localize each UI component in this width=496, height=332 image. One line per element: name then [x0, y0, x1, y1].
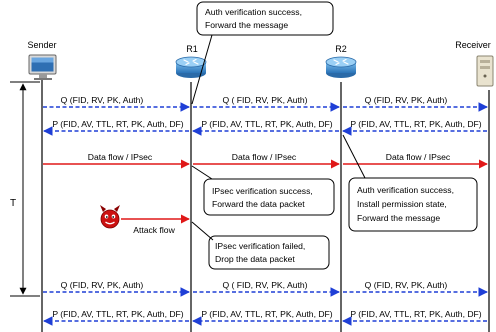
- p-label-r1-sender: P (FID, AV, TTL, RT, PK, Auth, DF): [52, 119, 183, 129]
- sender-label: Sender: [27, 40, 56, 50]
- callout-ipsec-success-line2: Forward the data packet: [212, 199, 305, 209]
- callout-auth-r1-line1: Auth verification success,: [205, 7, 302, 17]
- r1-label: R1: [186, 44, 198, 54]
- callout-ipsec-success: IPsec verification success, Forward the …: [191, 165, 335, 216]
- callout-ipsec-failed-line2: Drop the data packet: [215, 254, 295, 264]
- callout-auth-r1: Auth verification success, Forward the m…: [191, 1, 334, 105]
- callout-auth-r2-line2: Install permission state,: [357, 199, 447, 209]
- callout-ipsec-success-line1: IPsec verification success,: [212, 186, 313, 196]
- q-label-r2-receiver: Q (FID, RV, PK, Auth): [365, 95, 448, 105]
- q-label-r2-receiver-2: Q (FID, RV, PK, Auth): [365, 280, 448, 290]
- q-label-sender-r1: Q (FID, RV, PK, Auth): [61, 95, 144, 105]
- callout-ipsec-failed: IPsec verification failed, Drop the data…: [191, 221, 330, 270]
- attacker-devil-icon: [100, 205, 120, 229]
- p-label-r2-r1-2: P (FID, AV, TTL, RT, PK, Auth, DF): [201, 309, 332, 319]
- data-label-r2-receiver: Data flow / IPsec: [386, 152, 451, 162]
- p-label-r2-r1: P (FID, AV, TTL, RT, PK, Auth, DF): [201, 119, 332, 129]
- p-label-r1-sender-2: P (FID, AV, TTL, RT, PK, Auth, DF): [52, 309, 183, 319]
- callout-auth-r2: Auth verification success, Install permi…: [342, 134, 478, 232]
- router-icon: [175, 56, 207, 78]
- router-icon: [325, 56, 357, 78]
- attack-label: Attack flow: [133, 225, 175, 235]
- q-label-sender-r1-2: Q (FID, RV, PK, Auth): [61, 280, 144, 290]
- r2-label: R2: [335, 44, 347, 54]
- period-label: T: [10, 198, 16, 209]
- callout-auth-r1-line2: Forward the message: [205, 20, 288, 30]
- receiver-label: Receiver: [455, 40, 491, 50]
- computer-monitor-icon: [28, 54, 57, 80]
- callout-auth-r2-line1: Auth verification success,: [357, 185, 454, 195]
- data-label-sender-r1: Data flow / IPsec: [88, 152, 153, 162]
- callout-ipsec-failed-line1: IPsec verification failed,: [215, 241, 305, 251]
- data-label-r1-r2: Data flow / IPsec: [232, 152, 297, 162]
- q-label-r1-r2: Q ( FID, RV, PK, Auth): [222, 95, 307, 105]
- q-label-r1-r2-2: Q ( FID, RV, PK, Auth): [222, 280, 307, 290]
- p-label-receiver-r2-2: P (FID, AV, TTL, RT, PK, Auth, DF): [350, 309, 481, 319]
- callout-auth-r2-line3: Forward the message: [357, 213, 440, 223]
- p-label-receiver-r2: P (FID, AV, TTL, RT, PK, Auth, DF): [350, 119, 481, 129]
- server-tower-icon: [476, 55, 494, 87]
